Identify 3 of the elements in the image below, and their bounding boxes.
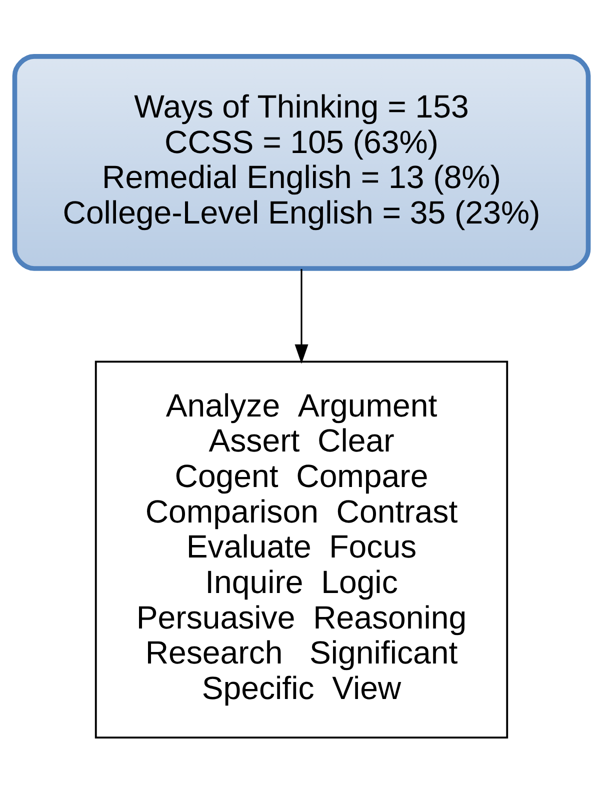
- node-box: Analyze Argument Assert Clear Cogent Compare Comparison Contrast Evaluate Focus Inquire Logic Persuasive Reasoning Research Significant Specific View: [94, 360, 508, 739]
- arrow: [294, 268, 308, 364]
- node-box: Ways of Thinking = 153 CCSS = 105 (63%) Remedial English = 13 (8%) College-Level English = 35 (23%): [12, 54, 591, 271]
